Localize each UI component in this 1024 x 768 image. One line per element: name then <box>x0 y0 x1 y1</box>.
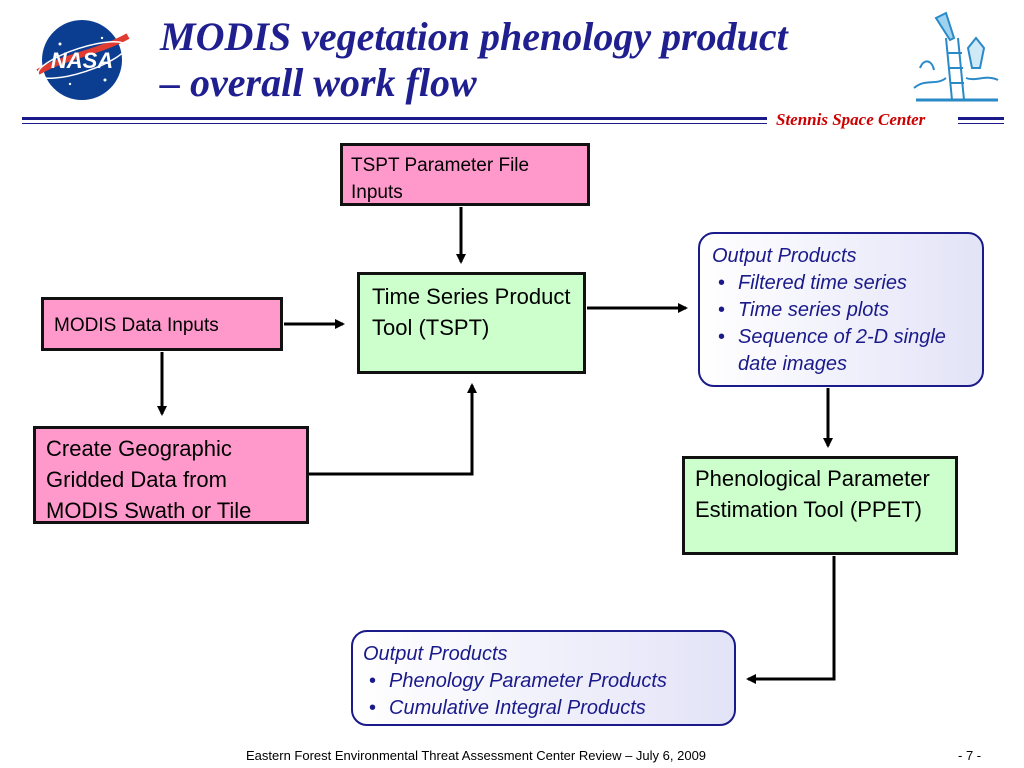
header-rule-right <box>958 117 1004 120</box>
nasa-logo-text: NASA <box>51 48 113 73</box>
create-gridded-data-box: Create Geographic Gridded Data from MODI… <box>33 426 309 524</box>
header-rule-left-thin <box>22 123 767 124</box>
footer-text: Eastern Forest Environmental Threat Asse… <box>246 748 707 763</box>
output-item: •Phenology Parameter Products <box>363 668 726 695</box>
stennis-logo <box>913 11 999 102</box>
ppet-box: Phenological Parameter Estimation Tool (… <box>682 456 958 555</box>
page-number: - 7 - <box>958 748 982 763</box>
ppet-label: Phenological Parameter Estimation Tool (… <box>695 466 930 522</box>
bullet-icon: • <box>369 670 377 692</box>
create-gridded-data-label: Create Geographic Gridded Data from MODI… <box>46 436 252 523</box>
output-item: •Filtered time series <box>712 270 974 297</box>
header-rule-right-thin <box>958 123 1004 124</box>
header-rule-left <box>22 117 767 120</box>
modis-data-inputs-box: MODIS Data Inputs <box>41 297 283 351</box>
title-line-2: – overall work flow <box>160 60 477 105</box>
tspt-parameter-file-inputs-box: TSPT Parameter File Inputs <box>340 143 590 206</box>
bullet-icon: • <box>718 272 726 294</box>
output-products-panel-2: Output Products •Phenology Parameter Pro… <box>351 630 736 726</box>
output-products-heading-1: Output Products <box>712 245 857 267</box>
bullet-icon: • <box>718 326 726 348</box>
title-line-1: MODIS vegetation phenology product <box>160 14 788 59</box>
tspt-parameter-file-inputs-label: TSPT Parameter File Inputs <box>351 155 530 203</box>
output-item: •Time series plots <box>712 297 974 324</box>
page-title: MODIS vegetation phenology product – ove… <box>160 14 900 106</box>
bullet-icon: • <box>718 299 726 321</box>
nasa-logo: NASA <box>36 20 130 100</box>
modis-data-inputs-label: MODIS Data Inputs <box>54 315 219 336</box>
output-products-panel-1: Output Products •Filtered time series •T… <box>698 232 984 387</box>
output-item: •Cumulative Integral Products <box>363 695 726 722</box>
arrow-grid-to-tspt <box>309 383 477 476</box>
tspt-tool-label: Time Series Product Tool (TSPT) <box>372 284 571 340</box>
output-item: •Sequence of 2-D single date images <box>718 326 946 375</box>
tspt-tool-box: Time Series Product Tool (TSPT) <box>357 272 586 374</box>
center-label: Stennis Space Center <box>776 110 926 129</box>
bullet-icon: • <box>369 697 377 719</box>
arrow-ppet-to-output <box>746 556 836 684</box>
output-products-heading-2: Output Products <box>363 643 508 665</box>
